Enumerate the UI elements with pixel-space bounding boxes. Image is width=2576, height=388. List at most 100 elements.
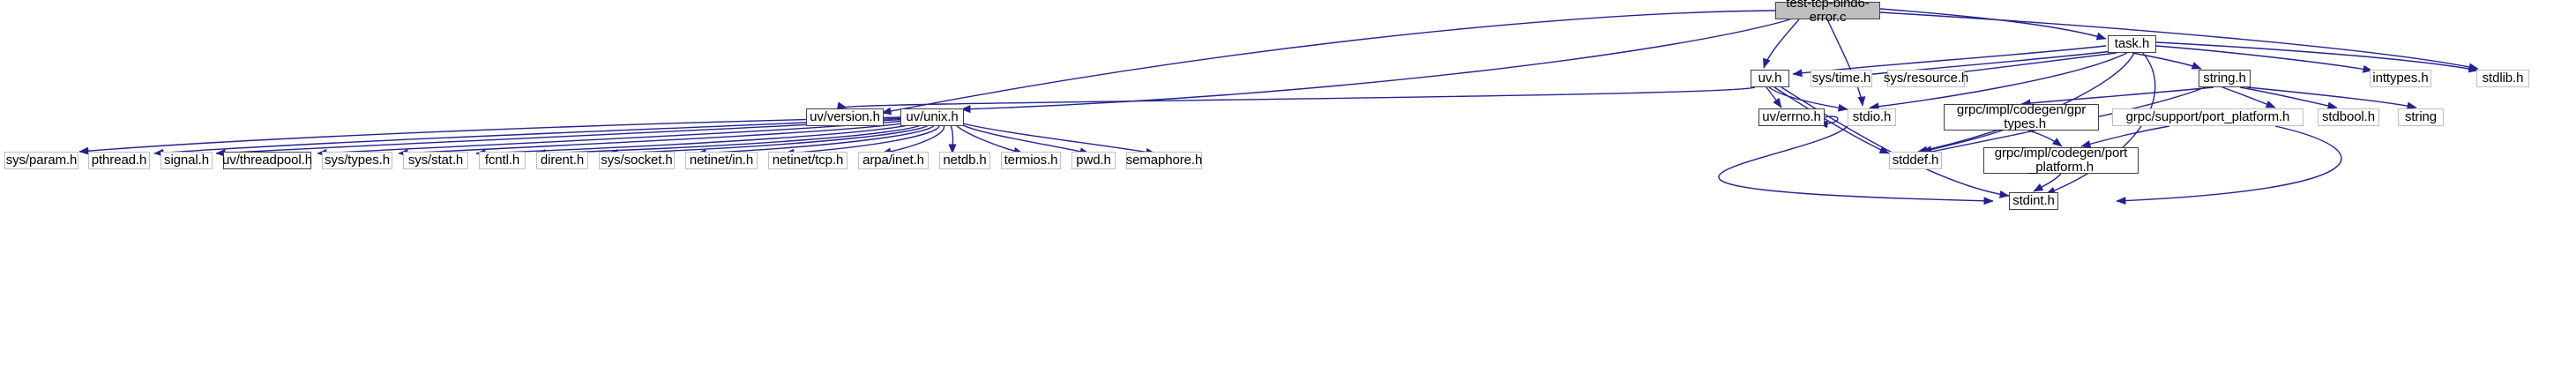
graph-edge	[962, 123, 1156, 156]
graph-node-label: stdbool.h	[2322, 109, 2375, 124]
graph-node-stringh[interactable]: string.h	[2199, 70, 2251, 87]
graph-edge	[1718, 125, 1994, 205]
graph-node-stdbool[interactable]: stdbool.h	[2318, 108, 2379, 126]
graph-node-label: semaphore.h	[1125, 153, 1203, 168]
graph-node-stringcpp[interactable]: string	[2398, 108, 2444, 126]
graph-node-label: stddef.h	[1892, 153, 1939, 168]
graph-edge	[215, 118, 909, 157]
graph-node-label: termios.h	[1004, 153, 1058, 168]
graph-node-label: sys/param.h	[5, 153, 78, 168]
graph-edge	[608, 123, 931, 158]
graph-edge	[2239, 86, 2338, 110]
graph-edge	[784, 124, 940, 157]
graph-node-label: netinet/tcp.h	[772, 153, 844, 168]
graph-node-label: pwd.h	[1076, 153, 1111, 168]
graph-edge	[1768, 86, 1848, 112]
graph-node-label: uv.h	[1758, 71, 1782, 86]
graph-node-dirent[interactable]: dirent.h	[536, 152, 588, 169]
graph-edge	[535, 122, 927, 158]
graph-edge	[2246, 86, 2417, 110]
graph-edge	[1879, 8, 2107, 41]
graph-node-task[interactable]: task.h	[2108, 35, 2156, 53]
graph-node-label: task.h	[2114, 36, 2150, 51]
graph-edge	[2116, 125, 2342, 205]
graph-edge	[475, 121, 922, 158]
graph-node-label: dirent.h	[540, 153, 585, 168]
graph-node-pwd[interactable]: pwd.h	[1071, 152, 1116, 169]
graph-edge	[2221, 86, 2276, 108]
graph-edge	[2155, 41, 2479, 73]
graph-edge	[836, 86, 1756, 110]
graph-node-uvunix[interactable]: uv/unix.h	[900, 108, 964, 126]
graph-edge	[881, 10, 1776, 116]
graph-node-netinetin[interactable]: netinet/in.h	[685, 152, 758, 169]
graph-node-label: sys/types.h	[325, 153, 390, 168]
graph-edge	[2033, 173, 2062, 192]
graph-edge	[696, 123, 936, 157]
graph-edge	[960, 19, 1791, 114]
graph-node-label: grpc/impl/codegen/port _platform.h	[1994, 146, 2128, 175]
graph-node-systypes[interactable]: sys/types.h	[322, 152, 392, 169]
graph-node-label: sys/stat.h	[407, 153, 464, 168]
graph-node-portplatform[interactable]: grpc/support/port_platform.h	[2112, 108, 2303, 126]
graph-edge	[960, 123, 1090, 156]
graph-node-label: stdint.h	[2012, 193, 2055, 208]
graph-node-label: uv/errno.h	[1762, 109, 1821, 124]
graph-node-label: arpa/inet.h	[862, 153, 924, 168]
graph-node-signal[interactable]: signal.h	[161, 152, 213, 169]
graph-node-label: string	[2404, 109, 2438, 124]
graph-node-termios[interactable]: termios.h	[1001, 152, 1061, 169]
graph-node-uvthreadpool[interactable]: uv/threadpool.h	[222, 152, 312, 169]
graph-node-label: sys/time.h	[1811, 71, 1871, 86]
graph-node-label: string.h	[2203, 71, 2246, 86]
graph-node-label: netinet/in.h	[689, 153, 754, 168]
graph-node-label: inttypes.h	[2372, 71, 2429, 86]
graph-node-label: uv/unix.h	[906, 109, 959, 124]
graph-node-label: uv/version.h	[810, 109, 880, 124]
graph-node-codegenport[interactable]: grpc/impl/codegen/port _platform.h	[1983, 146, 2139, 175]
graph-node-label: test-tcp-bind6-error.c	[1786, 0, 1870, 25]
graph-edge	[1763, 19, 1800, 69]
graph-node-label: stdlib.h	[2482, 71, 2524, 86]
graph-node-label: sys/socket.h	[601, 153, 673, 168]
graph-node-inttypes[interactable]: inttypes.h	[2370, 70, 2431, 87]
graph-node-label: uv/threadpool.h	[222, 153, 312, 168]
graph-node-label: signal.h	[164, 153, 209, 168]
graph-node-pthread[interactable]: pthread.h	[88, 152, 150, 169]
graph-node-label: grpc/support/port_platform.h	[2125, 109, 2290, 124]
graph-node-label: grpc/impl/codegen/gpr _types.h	[1956, 102, 2087, 131]
graph-node-root[interactable]: test-tcp-bind6-error.c	[1775, 0, 1880, 25]
graph-node-netinettcp[interactable]: netinet/tcp.h	[768, 152, 847, 169]
graph-edge	[955, 124, 1024, 155]
graph-edge	[1826, 19, 1866, 107]
graph-edge	[2027, 130, 2063, 147]
graph-node-netdb[interactable]: netdb.h	[939, 152, 990, 169]
graph-edge	[1766, 86, 1782, 108]
graph-node-stdlib[interactable]: stdlib.h	[2476, 70, 2529, 87]
graph-node-label: sys/resource.h	[1883, 71, 1969, 86]
graph-node-semaphore[interactable]: semaphore.h	[1126, 152, 1202, 169]
graph-node-stdint[interactable]: stdint.h	[2009, 192, 2058, 210]
graph-edge	[2132, 52, 2202, 70]
graph-node-gprtypes[interactable]: grpc/impl/codegen/gpr _types.h	[1944, 102, 2099, 131]
graph-edge	[881, 124, 945, 156]
graph-node-uvversion[interactable]: uv/version.h	[806, 108, 884, 126]
graph-node-sysstat[interactable]: sys/stat.h	[403, 152, 468, 169]
graph-node-uvh[interactable]: uv.h	[1751, 70, 1789, 87]
graph-node-stddef[interactable]: stddef.h	[1889, 152, 1942, 169]
graph-node-arpainet[interactable]: arpa/inet.h	[858, 152, 929, 169]
graph-node-sysparam[interactable]: sys/param.h	[4, 152, 78, 169]
graph-node-systime[interactable]: sys/time.h	[1811, 70, 1872, 87]
graph-node-label: fcntl.h	[484, 153, 520, 168]
graph-edge	[153, 117, 905, 157]
graph-node-label: netdb.h	[943, 153, 987, 168]
graph-node-syssocket[interactable]: sys/socket.h	[599, 152, 675, 169]
graph-node-sysresource[interactable]: sys/resource.h	[1883, 70, 1969, 87]
graph-node-stdio[interactable]: stdio.h	[1848, 108, 1896, 126]
graph-node-fcntl[interactable]: fcntl.h	[479, 152, 526, 169]
graph-edge	[2155, 45, 2373, 73]
graph-edge	[948, 124, 957, 154]
graph-node-uverrno[interactable]: uv/errno.h	[1758, 108, 1825, 126]
